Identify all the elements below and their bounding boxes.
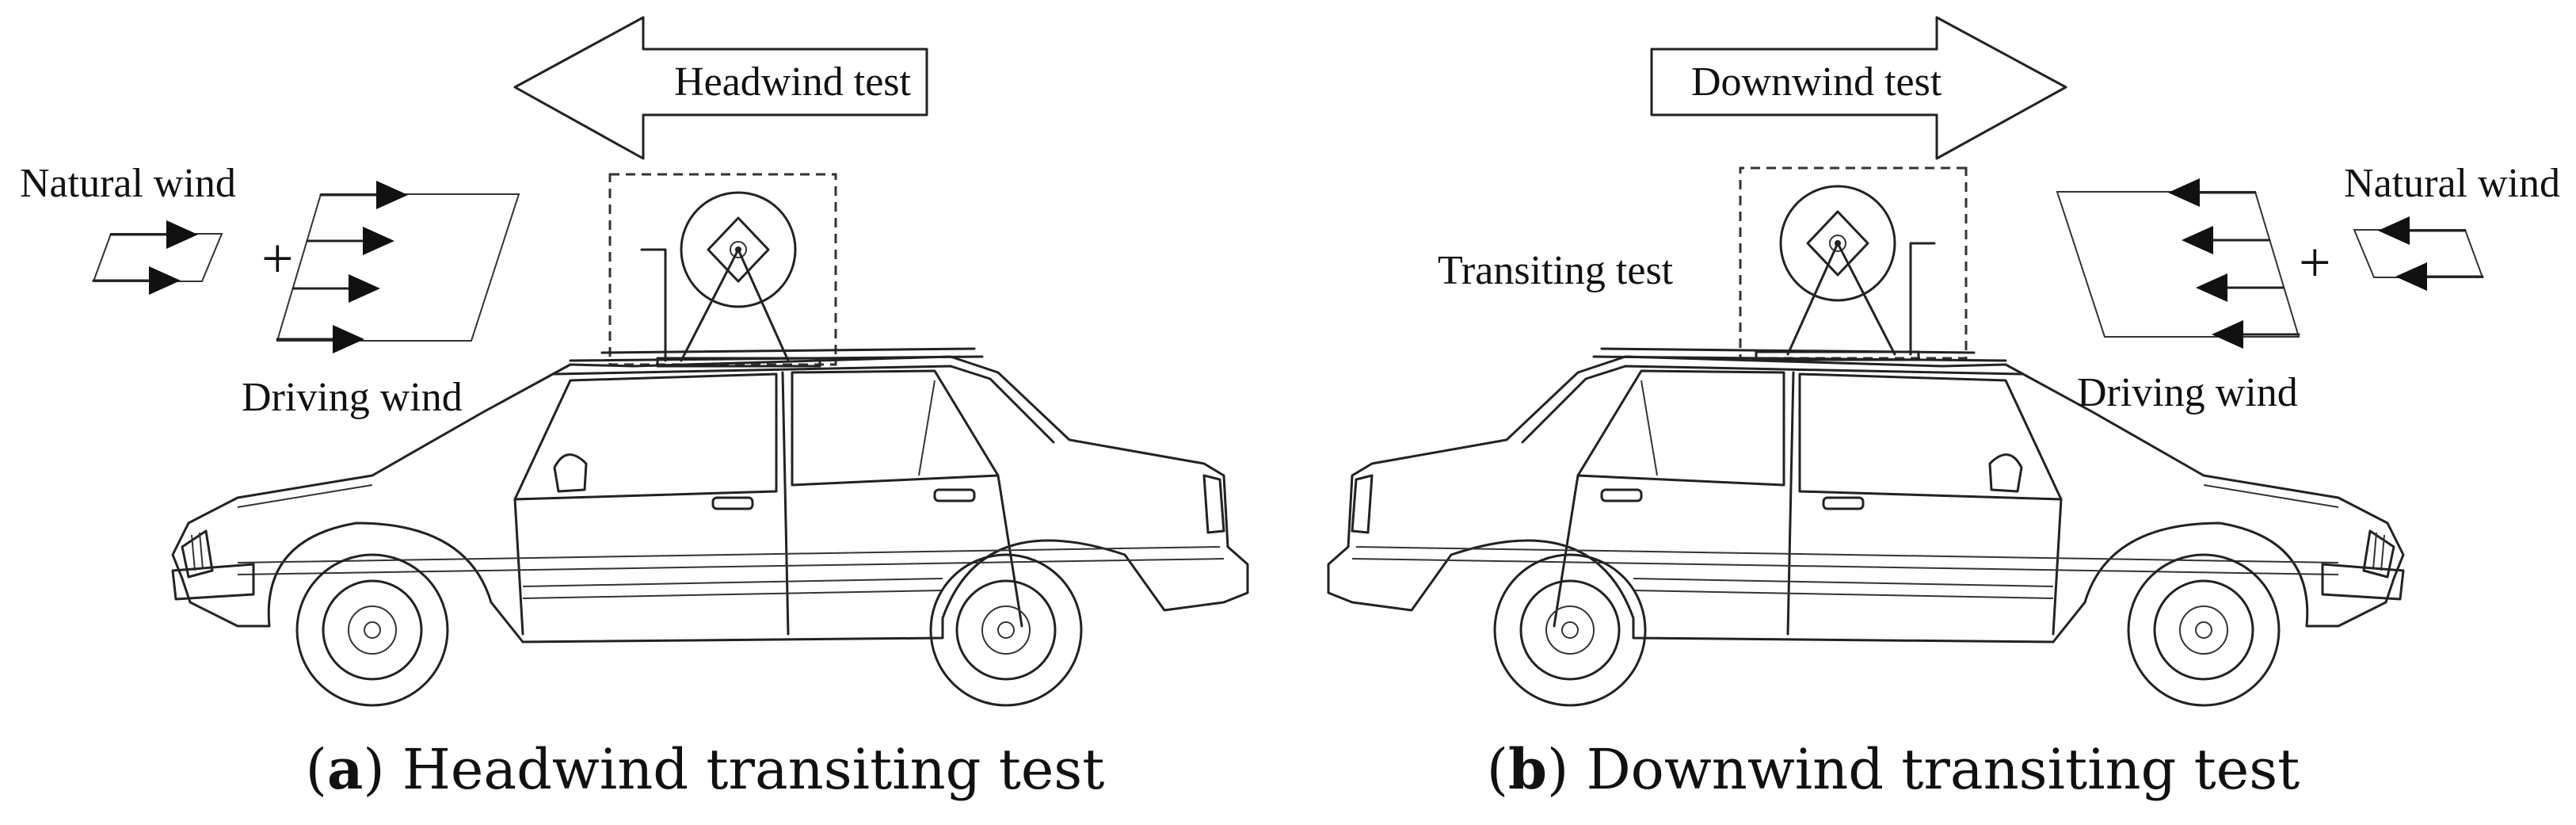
downwind-test-label: Downwind test [1691,59,1942,105]
panel-a: Headwind test Natural wind + Driving win… [20,16,1249,802]
panel-b: Downwind test Transiting test + Natural … [1327,16,2560,802]
roof-anemometer-a [608,173,837,368]
driving-wind-label-b: Driving wind [2077,370,2298,415]
caption-a: (a) Headwind transiting test [306,736,1105,802]
driving-wind-symbol-b [2056,177,2300,350]
natural-wind-label-b: Natural wind [2344,161,2560,206]
roof-anemometer-b [1739,166,1968,361]
plus-sign-a: + [261,227,294,290]
natural-wind-symbol-a [92,219,223,296]
driving-wind-symbol-a [276,179,520,355]
natural-wind-symbol-b [2353,215,2484,292]
plus-sign-b: + [2299,231,2331,294]
caption-b: (b) Downwind transiting test [1487,736,2300,802]
downwind-direction-arrow [1650,16,2067,160]
headwind-test-label: Headwind test [674,59,911,105]
natural-wind-label-a: Natural wind [20,161,236,206]
transiting-test-label: Transiting test [1438,248,1674,293]
driving-wind-label-a: Driving wind [242,375,463,420]
headwind-direction-arrow [513,16,928,160]
